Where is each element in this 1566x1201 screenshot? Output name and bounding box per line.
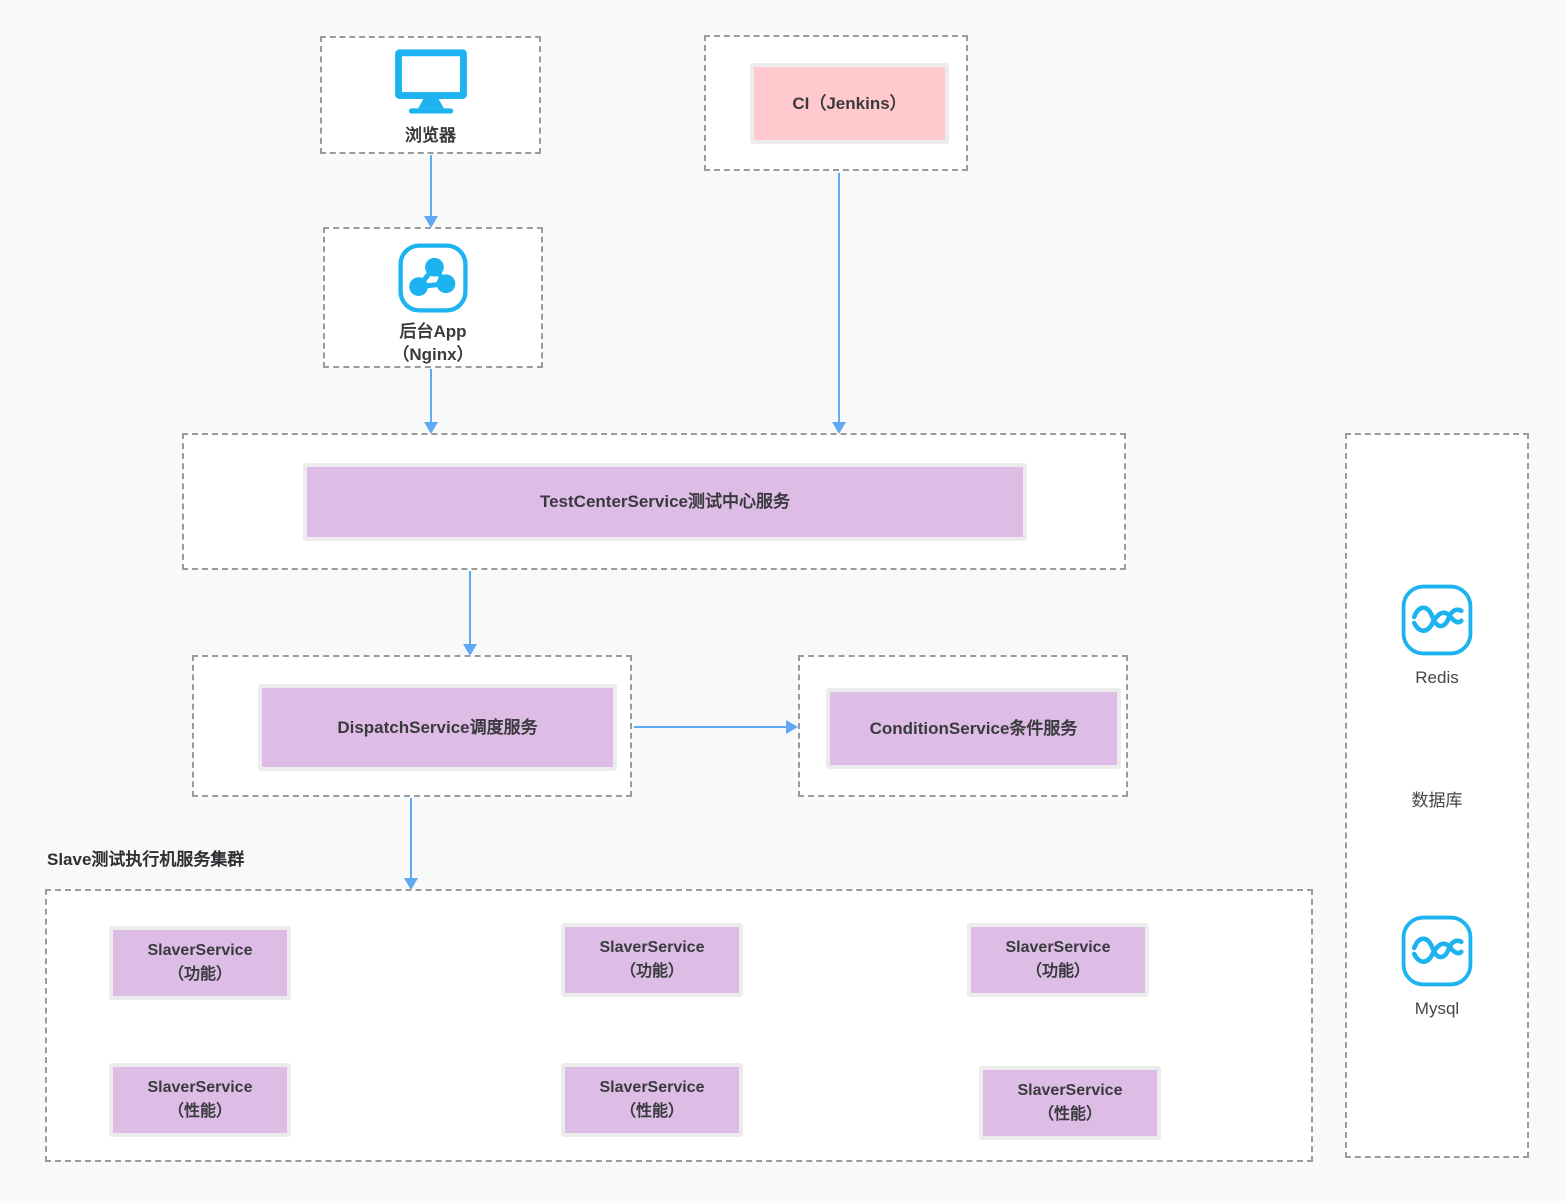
database-title: 数据库	[1411, 791, 1463, 810]
slaver-service-func-1: SlaverService （功能）	[109, 926, 291, 1000]
slaver-label: SlaverService	[599, 939, 705, 956]
backend-app-label-line1: 后台App	[399, 322, 467, 341]
slaver-service-func-3: SlaverService （功能）	[967, 923, 1149, 997]
arrow-backend-app-to-test-center	[424, 369, 438, 434]
ci-jenkins-node: CI（Jenkins）	[704, 35, 968, 171]
browser-label: 浏览器	[405, 126, 456, 145]
slaver-label: （性能）	[167, 1103, 232, 1120]
slaver-label: SlaverService	[147, 1079, 253, 1096]
database-panel: Redis 数据库 Mysql	[1345, 433, 1529, 1158]
slaver-label: （性能）	[619, 1103, 684, 1120]
backend-app-node: 后台App （Nginx）	[323, 227, 543, 368]
mysql-wave-db-icon	[1401, 915, 1473, 987]
monitor-icon	[394, 49, 467, 114]
condition-service-label: ConditionService条件服务	[869, 718, 1078, 738]
redis-wave-db-icon	[1401, 584, 1473, 656]
arrow-dispatch-to-condition	[634, 720, 798, 734]
mysql-label: Mysql	[1414, 999, 1460, 1018]
arrow-test-center-to-dispatch	[463, 571, 477, 656]
dispatch-service-node: DispatchService调度服务	[192, 655, 632, 797]
slaver-service-perf-3: SlaverService （性能）	[979, 1066, 1161, 1140]
slaver-label: SlaverService	[1017, 1082, 1123, 1099]
app-network-icon	[398, 243, 468, 313]
test-center-service-node: TestCenterService测试中心服务	[182, 433, 1126, 570]
slaver-service-func-2: SlaverService （功能）	[561, 923, 743, 997]
test-center-service-box: TestCenterService测试中心服务	[303, 463, 1027, 541]
slave-cluster-container: SlaverService （功能） SlaverService （功能） Sl…	[45, 889, 1313, 1162]
slaver-label: （性能）	[1037, 1106, 1102, 1123]
slaver-service-perf-1: SlaverService （性能）	[109, 1063, 291, 1137]
browser-node: 浏览器	[320, 36, 541, 154]
dispatch-service-box: DispatchService调度服务	[258, 684, 617, 771]
arrow-ci-to-test-center	[832, 173, 846, 434]
ci-jenkins-label: CI（Jenkins）	[792, 93, 907, 113]
slaver-label: （功能）	[167, 966, 232, 983]
slaver-service-perf-2: SlaverService （性能）	[561, 1063, 743, 1137]
slave-cluster-title: Slave测试执行机服务集群	[47, 850, 245, 869]
slaver-label: （功能）	[1025, 963, 1090, 980]
ci-jenkins-box: CI（Jenkins）	[750, 63, 949, 144]
slaver-label: （功能）	[619, 963, 684, 980]
test-center-service-label: TestCenterService测试中心服务	[539, 492, 791, 511]
slaver-label: SlaverService	[599, 1079, 705, 1096]
slaver-label: SlaverService	[1005, 939, 1111, 956]
slaver-label: SlaverService	[147, 942, 253, 959]
condition-service-box: ConditionService条件服务	[826, 688, 1121, 769]
dispatch-service-label: DispatchService调度服务	[337, 717, 538, 737]
condition-service-node: ConditionService条件服务	[798, 655, 1128, 797]
redis-label: Redis	[1415, 668, 1459, 687]
arrow-dispatch-to-slave-cluster	[404, 798, 418, 890]
arrow-browser-to-backend-app	[424, 155, 438, 228]
backend-app-label-line2: （Nginx）	[392, 345, 474, 364]
